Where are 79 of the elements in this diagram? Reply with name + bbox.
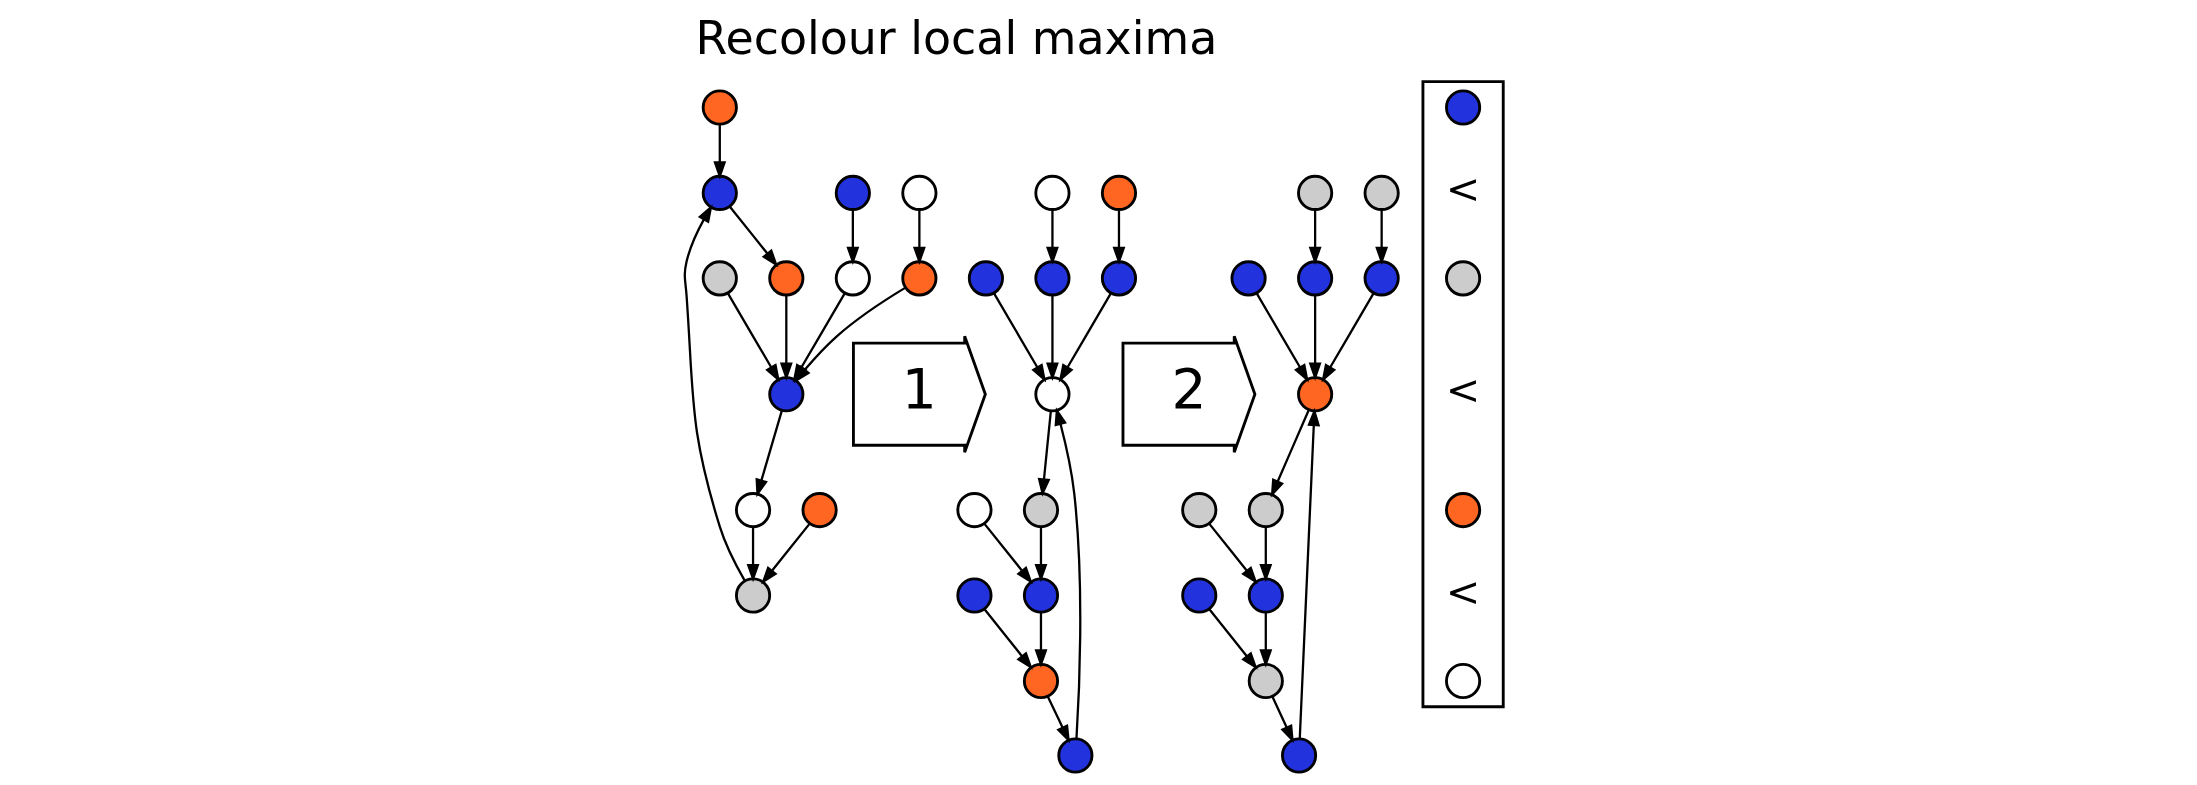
arrow xyxy=(1058,292,1112,383)
arrow xyxy=(1375,209,1389,266)
label: < xyxy=(1445,165,1481,214)
node-circle xyxy=(768,376,805,413)
arrow xyxy=(683,204,746,582)
node-circle xyxy=(1057,737,1094,774)
arrow xyxy=(1112,209,1126,266)
node-circle xyxy=(1281,737,1318,774)
label: < xyxy=(1445,366,1481,415)
arrow xyxy=(983,608,1033,670)
node-circle xyxy=(967,260,1004,297)
node-circle xyxy=(1022,662,1060,700)
node-circle xyxy=(1297,376,1334,413)
arrow xyxy=(1321,292,1375,383)
node-circle xyxy=(768,260,805,297)
node-circle xyxy=(956,577,993,614)
arrow xyxy=(983,523,1033,585)
arrow xyxy=(1308,295,1322,381)
node-circle xyxy=(801,492,838,529)
node-circle xyxy=(1247,662,1284,700)
node-circle xyxy=(956,492,993,529)
arrow xyxy=(1255,292,1309,383)
node-circle xyxy=(901,260,938,297)
arrow xyxy=(1298,407,1321,739)
node-circle xyxy=(701,89,738,126)
arrow xyxy=(1271,695,1294,744)
arrow xyxy=(1046,295,1059,381)
arrow xyxy=(1208,523,1258,585)
node-circle xyxy=(834,260,871,297)
node-circle xyxy=(1022,492,1060,529)
arrow xyxy=(1054,407,1082,739)
label: < xyxy=(1445,567,1481,616)
node-circle xyxy=(1297,260,1334,297)
node-circle xyxy=(1034,260,1071,297)
node-circle xyxy=(1100,260,1138,297)
arrow xyxy=(1034,612,1048,668)
node-circle xyxy=(1445,492,1482,529)
node-circle xyxy=(1034,174,1071,211)
node-circle xyxy=(1247,492,1284,529)
node-circle xyxy=(701,174,738,211)
cluster xyxy=(1421,80,1505,709)
diagram-title: Recolour local maxima xyxy=(695,11,1218,66)
node-circle xyxy=(901,174,938,211)
node-circle xyxy=(735,492,772,529)
node-circle xyxy=(1034,376,1071,413)
arrow xyxy=(1034,526,1048,583)
node-circle xyxy=(1181,577,1218,614)
arrow xyxy=(779,295,793,381)
node-circle xyxy=(1363,260,1400,297)
node-circle xyxy=(1181,492,1218,529)
node-circle xyxy=(834,174,871,211)
arrow xyxy=(1259,526,1273,583)
arrow xyxy=(993,292,1047,383)
arrow xyxy=(1270,409,1310,498)
node-circle xyxy=(1100,174,1138,211)
arrow xyxy=(729,205,779,268)
node-circle xyxy=(1445,260,1482,297)
arrow xyxy=(713,124,727,180)
arrow xyxy=(761,523,811,585)
arrow xyxy=(1208,608,1258,670)
arrow xyxy=(1046,695,1071,744)
node-circle xyxy=(735,577,772,614)
node-circle xyxy=(1363,174,1400,211)
node-circle xyxy=(1445,89,1482,126)
node-circle xyxy=(1022,577,1060,614)
node-circle xyxy=(701,260,738,297)
node-circle xyxy=(1230,260,1267,297)
arrow xyxy=(1259,612,1273,668)
node-circle xyxy=(1445,662,1482,700)
node-circle xyxy=(1297,174,1334,211)
arrow xyxy=(912,209,926,266)
arrow xyxy=(746,526,760,583)
arrow xyxy=(846,209,860,266)
arrow xyxy=(726,292,781,383)
arrow xyxy=(1037,411,1052,497)
arrow xyxy=(1308,209,1322,266)
node-circle xyxy=(1247,577,1284,614)
arrow xyxy=(755,410,783,498)
arrow xyxy=(1046,209,1059,266)
